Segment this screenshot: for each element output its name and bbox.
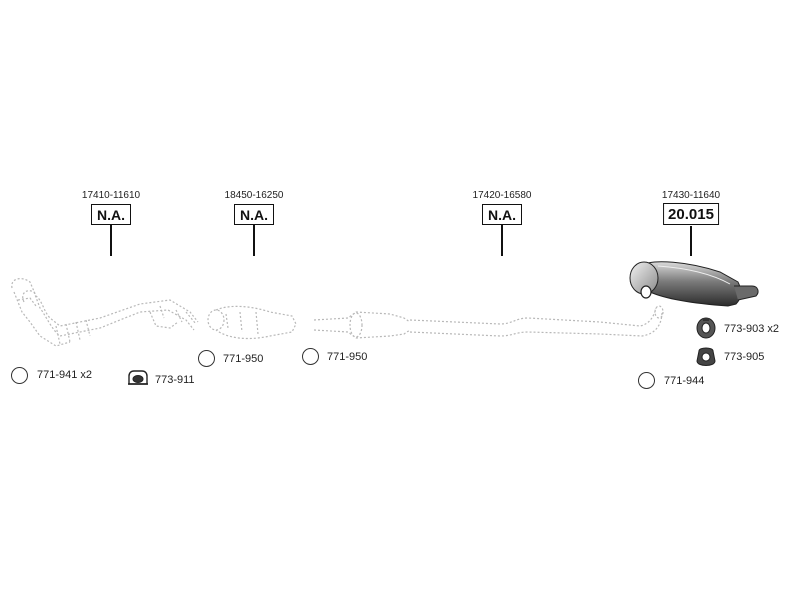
front-pipe-part [11, 278, 199, 347]
clamp-bracket-icon [128, 370, 148, 385]
rear-muffler-part [629, 261, 759, 307]
rubber-mount-icon [696, 347, 716, 366]
leader-line [501, 225, 503, 256]
leader-line [253, 225, 255, 256]
accessory-code: 773-911 [155, 374, 195, 386]
accessory-code: 771-941 x2 [37, 369, 93, 381]
ring-gasket-icon [638, 372, 655, 389]
price-box[interactable]: N.A. [234, 204, 274, 225]
price-box[interactable]: 20.015 [663, 203, 719, 225]
price-box[interactable]: N.A. [91, 204, 131, 225]
accessory-code: 771-950 [327, 351, 368, 363]
leader-line [690, 226, 692, 256]
rubber-hanger-icon [696, 317, 716, 339]
middle-pipe-part [313, 305, 664, 339]
ring-gasket-icon [11, 367, 28, 384]
part-number: 17420-16580 [472, 190, 532, 201]
accessory-code: 773-905 [724, 351, 765, 363]
part-number: 17410-11610 [81, 190, 141, 201]
part-number: 17430-11640 [661, 190, 721, 201]
accessory-code: 771-950 [223, 353, 264, 365]
ring-gasket-icon [302, 348, 319, 365]
price-box[interactable]: N.A. [482, 204, 522, 225]
accessory-code: 771-944 [664, 375, 705, 387]
catalytic-converter-part [207, 305, 297, 340]
accessory-code: 773-903 x2 [724, 323, 780, 335]
part-number: 18450-16250 [224, 190, 284, 201]
leader-line [110, 225, 112, 256]
ring-gasket-icon [198, 350, 215, 367]
